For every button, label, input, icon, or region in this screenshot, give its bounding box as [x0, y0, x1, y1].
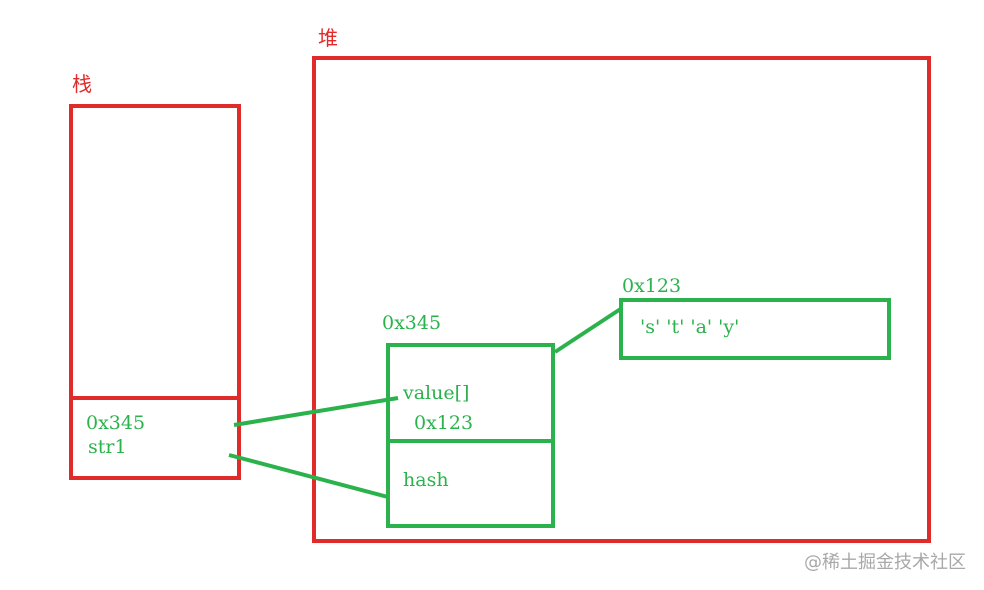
char-array-contents: 's' 't' 'a' 'y': [640, 316, 740, 338]
hash-field-label: hash: [403, 469, 449, 491]
stack-to-object-line: [233, 396, 399, 427]
value-field-ref: 0x123: [414, 412, 474, 434]
char-array-box: [619, 298, 891, 360]
watermark: @稀土掘金技术社区: [804, 552, 966, 573]
char-array-address: 0x123: [622, 275, 682, 297]
heap-box: [312, 56, 931, 543]
stack-var-name: str1: [88, 436, 127, 458]
object-to-array-line: [553, 306, 624, 354]
stack-to-hash-line: [228, 453, 389, 499]
value-field-label: value[]: [403, 382, 470, 404]
hash-field-box: [386, 439, 555, 528]
stack-frame: [69, 396, 241, 480]
stack-title: 栈: [72, 72, 92, 96]
heap-title: 堆: [318, 26, 338, 50]
stack-address: 0x345: [86, 412, 146, 434]
string-object-address: 0x345: [382, 312, 442, 334]
